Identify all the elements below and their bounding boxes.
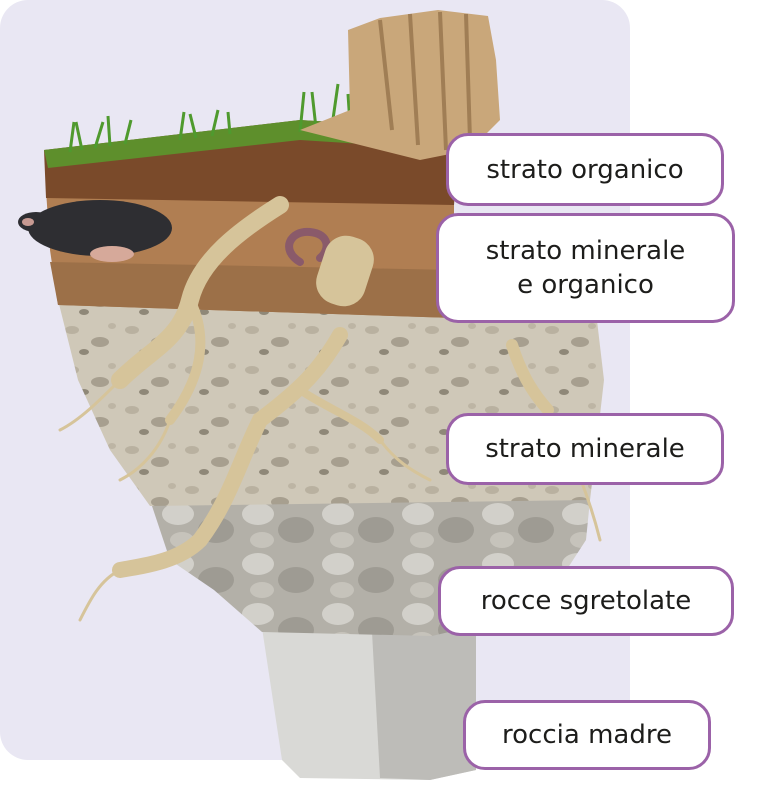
label-text: strato organico bbox=[486, 154, 684, 185]
root-section bbox=[316, 235, 374, 307]
label-bedrock: roccia madre bbox=[463, 700, 711, 770]
label-mineral-layer: strato minerale bbox=[446, 413, 724, 485]
label-text: roccia madre bbox=[502, 720, 672, 750]
label-crumbled-rocks: rocce sgretolate bbox=[438, 566, 734, 636]
label-text-line-1: strato minerale bbox=[485, 236, 686, 266]
label-organic-layer: strato organico bbox=[446, 133, 724, 206]
grass bbox=[68, 83, 352, 153]
label-text: rocce sgretolate bbox=[480, 586, 692, 616]
tree-stump bbox=[300, 10, 500, 160]
label-text-line-2: e organico bbox=[517, 270, 654, 300]
earthworm bbox=[285, 227, 331, 266]
mole bbox=[18, 200, 172, 262]
roots bbox=[58, 196, 602, 622]
label-mineral-organic-layer: strato minerale e organico bbox=[436, 213, 735, 323]
label-text: strato minerale bbox=[485, 434, 685, 464]
